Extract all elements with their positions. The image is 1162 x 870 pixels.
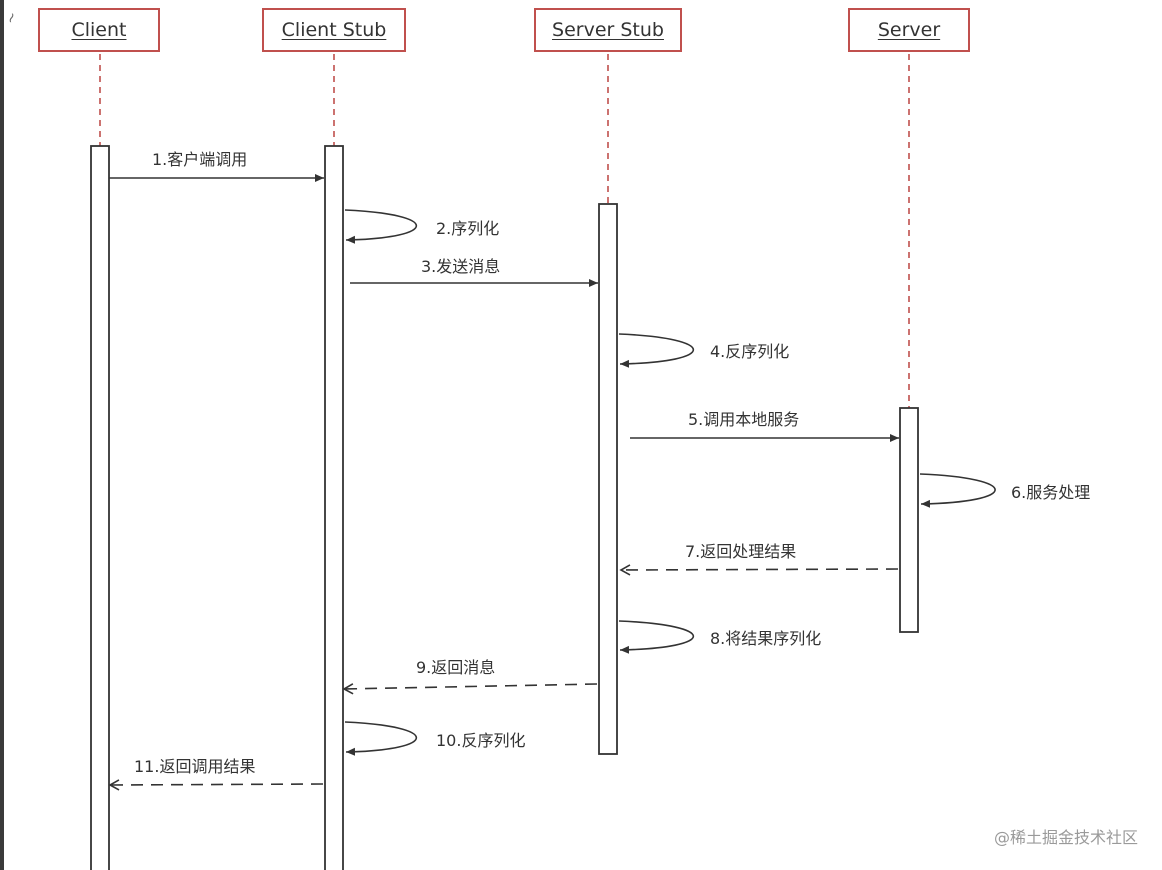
activation-server-stub <box>598 203 618 755</box>
activation-server <box>899 407 919 633</box>
arrow-m7 <box>619 564 899 576</box>
activation-client <box>90 145 110 870</box>
message-label-11: 11.返回调用结果 <box>134 757 256 776</box>
arrow-m11 <box>108 779 324 791</box>
left-edge-bar <box>0 0 4 870</box>
arrow-m9 <box>342 683 598 695</box>
watermark: @稀土掘金技术社区 <box>993 828 1138 847</box>
message-label-9: 9.返回消息 <box>416 658 496 677</box>
message-label-8: 8.将结果序列化 <box>710 629 822 648</box>
message-label-4: 4.反序列化 <box>710 342 790 361</box>
message-label-5: 5.调用本地服务 <box>688 410 800 429</box>
participant-client: Client <box>38 8 160 52</box>
message-label-6: 6.服务处理 <box>1011 483 1091 502</box>
loop-m10 <box>344 721 417 756</box>
loop-m6 <box>919 473 996 508</box>
message-label-1: 1.客户端调用 <box>152 150 248 169</box>
message-label-2: 2.序列化 <box>436 219 500 238</box>
participant-client-stub: Client Stub <box>262 8 406 52</box>
loop-m4 <box>618 333 694 368</box>
participant-server-stub: Server Stub <box>534 8 682 52</box>
activation-client-stub <box>324 145 344 870</box>
loop-m8 <box>618 620 694 654</box>
message-label-10: 10.反序列化 <box>436 731 526 750</box>
participant-server: Server <box>848 8 970 52</box>
message-label-7: 7.返回处理结果 <box>685 542 797 561</box>
loop-m2 <box>344 209 417 244</box>
message-label-3: 3.发送消息 <box>421 257 501 276</box>
